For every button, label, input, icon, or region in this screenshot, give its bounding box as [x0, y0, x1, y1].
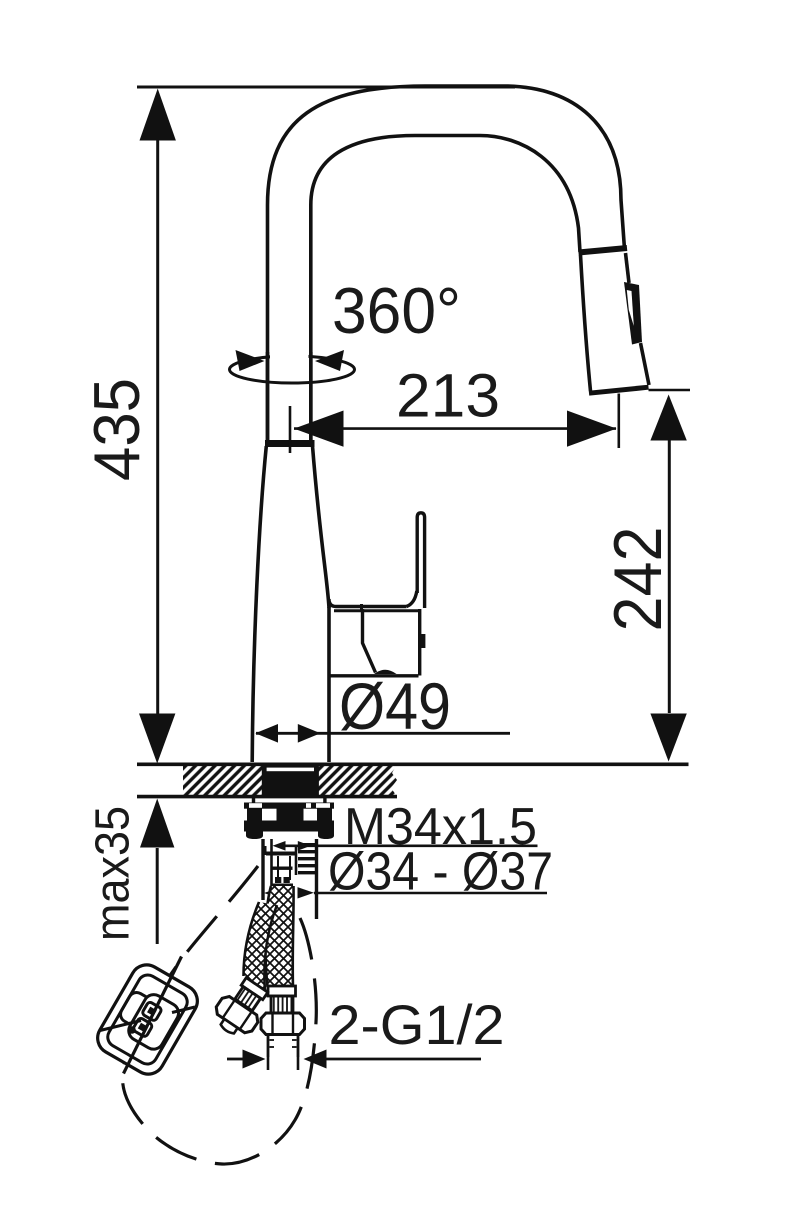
svg-text:Ø34 - Ø37: Ø34 - Ø37 [328, 842, 553, 902]
svg-text:213: 213 [396, 362, 500, 430]
svg-text:242: 242 [600, 527, 676, 632]
svg-text:360°: 360° [332, 274, 461, 347]
svg-text:max35: max35 [87, 806, 140, 941]
svg-text:435: 435 [80, 378, 153, 481]
svg-text:2-G1/2: 2-G1/2 [329, 993, 505, 1056]
svg-text:Ø49: Ø49 [339, 669, 451, 743]
